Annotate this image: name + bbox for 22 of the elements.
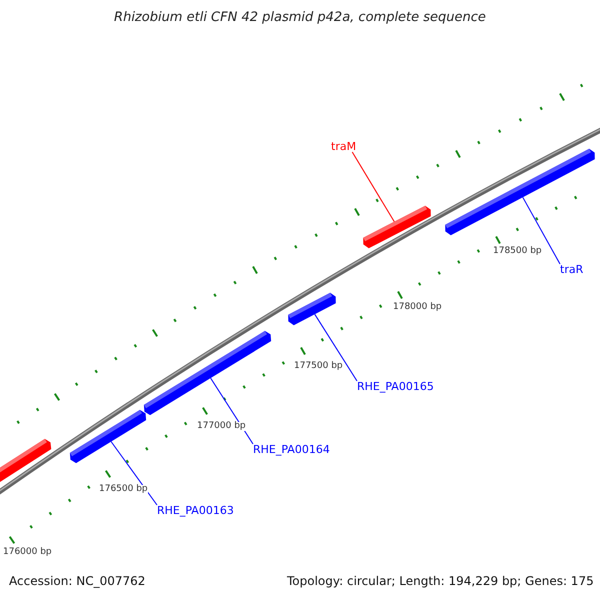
- footer-text: Topology: circular; Length: 194,229 bp; Genes: 175: [287, 575, 594, 587]
- tick-label: 177500 bp: [294, 362, 343, 371]
- gene-bar: [445, 148, 595, 236]
- gene-label: RHE_PA00164: [253, 444, 330, 455]
- gene-bar: [0, 438, 52, 484]
- footer-text: Accession: NC_007762: [9, 575, 146, 587]
- gene-label: traM: [331, 141, 356, 152]
- tick-label: 178000 bp: [393, 303, 442, 312]
- gene-bar: [363, 206, 431, 248]
- gene-label: traR: [560, 264, 584, 275]
- tick-label: 176000 bp: [3, 548, 52, 557]
- gene-bar: [70, 410, 146, 464]
- gene-label: RHE_PA00165: [357, 381, 434, 392]
- leader-line: [110, 441, 158, 506]
- gene-label: RHE_PA00163: [157, 505, 234, 516]
- leader-line: [352, 152, 395, 222]
- leader-line: [314, 314, 358, 382]
- title: Rhizobium etli CFN 42 plasmid p42a, complete sequence: [113, 11, 487, 24]
- gene-bar: [144, 330, 272, 416]
- leader-line: [522, 196, 560, 264]
- leader-line: [210, 378, 254, 444]
- gene-bar: [288, 292, 336, 326]
